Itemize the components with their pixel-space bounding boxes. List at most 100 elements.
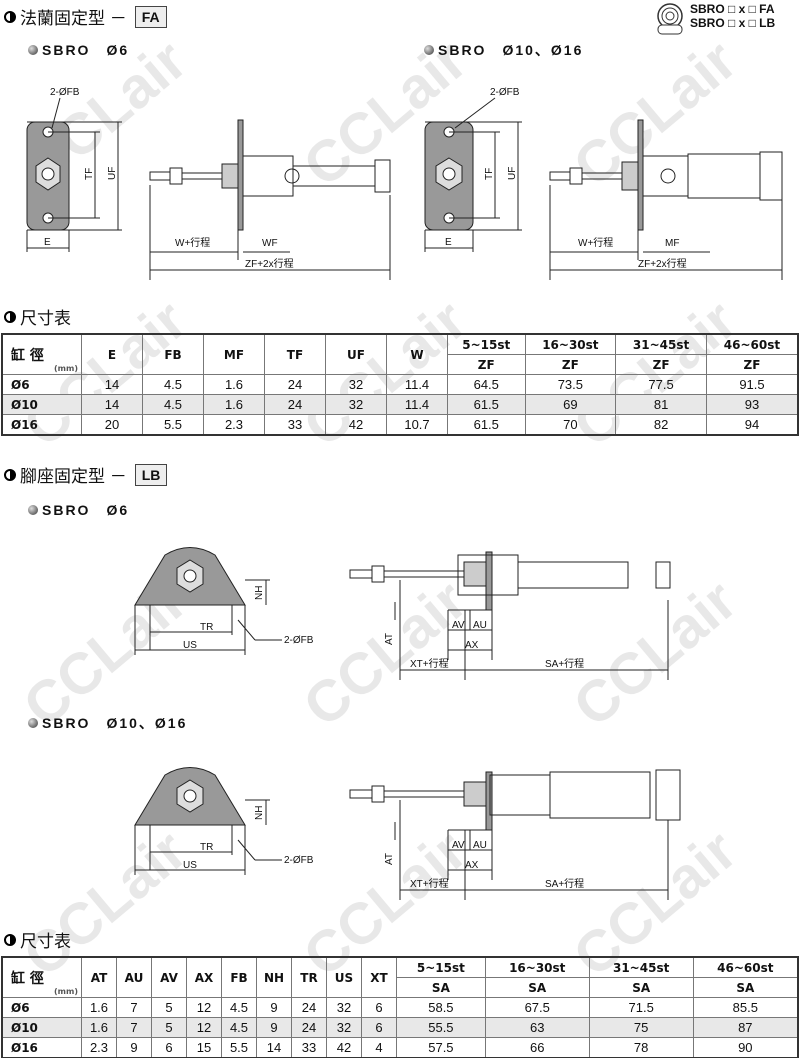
table-cell: 4 [361, 1037, 397, 1058]
table-cell: 75 [588, 1017, 694, 1038]
label-nh: NH [254, 586, 265, 600]
fa-diagram-6: 2-ØFB TF UF E W+行程 WF ZF+2x行程 [26, 87, 391, 280]
col-header: AT [81, 956, 117, 998]
label-xt: XT+行程 [410, 657, 449, 670]
sub-header: SA [588, 977, 694, 998]
fa-tag: FA [134, 5, 167, 28]
table-cell: 5.5 [142, 414, 204, 436]
table-cell: 4.5 [221, 997, 257, 1018]
col-header: XT [361, 956, 397, 998]
table-cell: 81 [615, 394, 707, 415]
label-w-stroke: W+行程 [175, 236, 210, 249]
label-fb: 2-ØFB [50, 87, 80, 98]
label-e: E [44, 237, 51, 248]
table-cell: 73.5 [524, 374, 617, 395]
fa-title-text: 法蘭固定型 － [20, 9, 127, 28]
table-cell: 24 [264, 374, 326, 395]
fa-diagram-10-16: 2-ØFB TF UF E W+行程 MF ZF+2x行程 [424, 87, 783, 280]
table-cell: 9 [256, 997, 292, 1018]
label-tf: TF [84, 168, 95, 180]
label-ax: AX [465, 860, 479, 871]
table-cell: 32 [325, 374, 387, 395]
table-cell: 71.5 [588, 997, 694, 1018]
label-sa: SA+行程 [545, 877, 584, 890]
table-cell: Ø6 [1, 374, 82, 395]
label-zf-stroke: ZF+2x行程 [245, 257, 294, 270]
table-cell: 4.5 [142, 394, 204, 415]
label-tf: TF [484, 168, 495, 180]
table-cell: 63 [484, 1017, 590, 1038]
sub-header: ZF [447, 354, 526, 375]
table-cell: 55.5 [396, 1017, 486, 1038]
table-cell: 5.5 [221, 1037, 257, 1058]
table-cell: 24 [291, 1017, 327, 1038]
fa-section-title: 法蘭固定型 － FA [4, 4, 167, 29]
table-cell: 1.6 [81, 997, 117, 1018]
subtitle-text: SBRO Ø10、Ø16 [438, 42, 584, 58]
table-cell: 67.5 [484, 997, 590, 1018]
table-cell: 93 [705, 394, 799, 415]
table-cell: 42 [326, 1037, 362, 1058]
table-cell: 2.3 [203, 414, 265, 436]
table-cell: 9 [256, 1017, 292, 1038]
bullet-icon [4, 310, 16, 323]
label-nh: NH [254, 806, 265, 820]
label-wf: WF [262, 238, 278, 249]
table-cell: 82 [615, 414, 707, 436]
table-cell: Ø6 [1, 997, 82, 1018]
table-cell: 9 [116, 1037, 152, 1058]
label-mf: MF [665, 238, 679, 249]
table-cell: 87 [692, 1017, 799, 1038]
label-au: AU [473, 840, 487, 851]
table-cell: 24 [291, 997, 327, 1018]
title-text: 尺寸表 [20, 309, 71, 328]
label-uf: UF [107, 167, 118, 180]
sub-header: ZF [705, 354, 799, 375]
label-us: US [183, 640, 197, 651]
table-cell: 12 [186, 997, 222, 1018]
stroke-header: 5~15st [447, 333, 526, 355]
sub-header: ZF [524, 354, 617, 375]
table-cell: 78 [588, 1037, 694, 1058]
stroke-header: 5~15st [396, 956, 486, 978]
table-cell: 32 [326, 1017, 362, 1038]
col-header: E [81, 333, 143, 375]
label-ax: AX [465, 640, 479, 651]
col-header: UF [325, 333, 387, 375]
dot-icon [424, 45, 434, 55]
table-cell: 24 [264, 394, 326, 415]
table-cell: 42 [325, 414, 387, 436]
stroke-header: 31~45st [588, 956, 694, 978]
table-cell: 69 [524, 394, 617, 415]
table-cell: 14 [81, 394, 143, 415]
label-uf: UF [507, 167, 518, 180]
table-cell: 14 [256, 1037, 292, 1058]
lb-section-title: 腳座固定型 － LB [4, 462, 168, 487]
lb-tag: LB [134, 463, 168, 486]
lb-subtitle-10-16: SBRO Ø10、Ø16 [28, 713, 187, 733]
bullet-icon [4, 933, 16, 946]
table-cell: 85.5 [692, 997, 799, 1018]
order-code-fa: SBRO □ x □ FA [690, 2, 775, 16]
label-au: AU [473, 620, 487, 631]
stroke-header: 46~60st [705, 333, 799, 355]
col-header: NH [256, 956, 292, 998]
sub-header: SA [396, 977, 486, 998]
label-xt: XT+行程 [410, 877, 449, 890]
label-av: AV [452, 840, 465, 851]
table-cell: 4.5 [221, 1017, 257, 1038]
subtitle-text: SBRO Ø10、Ø16 [42, 715, 188, 731]
col-header: US [326, 956, 362, 998]
table-cell: 11.4 [386, 374, 448, 395]
label-us: US [183, 860, 197, 871]
label-fb: 2-ØFB [284, 855, 314, 866]
dot-icon [28, 505, 38, 515]
table-cell: 58.5 [396, 997, 486, 1018]
fa-subtitle-10-16: SBRO Ø10、Ø16 [424, 40, 583, 60]
table-cell: 12 [186, 1017, 222, 1038]
